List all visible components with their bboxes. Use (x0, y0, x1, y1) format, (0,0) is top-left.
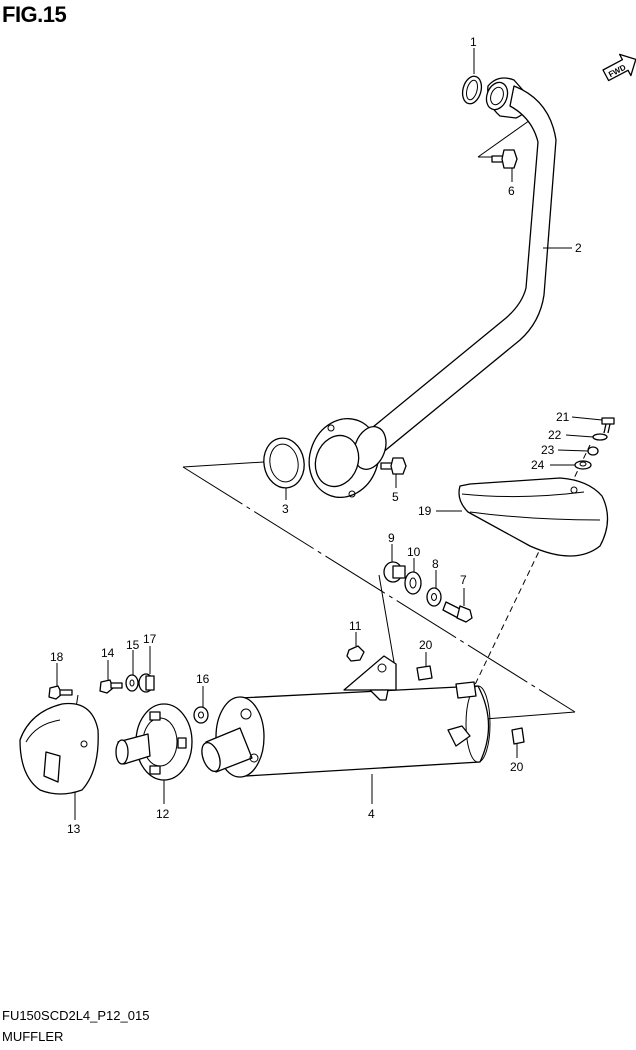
part-16-grommet[interactable] (193, 706, 209, 724)
part-10-grommet[interactable] (404, 571, 422, 595)
callout-labels: 1 2 3 4 5 6 7 8 9 10 11 12 13 14 15 16 1… (50, 35, 582, 836)
part-12-end-cap[interactable] (115, 703, 193, 781)
callout-1: 1 (470, 35, 477, 49)
fwd-arrow-icon: FWD (602, 53, 636, 82)
callout-24: 24 (531, 458, 545, 472)
part-3-gasket[interactable] (260, 435, 308, 491)
callout-8: 8 (432, 557, 439, 571)
part-13-cover[interactable] (19, 702, 99, 795)
part-4-muffler[interactable] (198, 655, 491, 778)
callout-3: 3 (282, 502, 289, 516)
callout-18: 18 (50, 650, 64, 664)
part-1-gasket[interactable] (460, 74, 485, 106)
callout-6: 6 (508, 184, 515, 198)
part-9-bushing[interactable] (383, 561, 406, 583)
part-20-clip-lower[interactable] (511, 727, 525, 745)
callout-20-upper: 20 (419, 638, 433, 652)
callout-20-lower: 20 (510, 760, 524, 774)
callout-21: 21 (556, 410, 570, 424)
callout-14: 14 (101, 646, 115, 660)
callout-12: 12 (156, 807, 170, 821)
part-23-collar[interactable] (587, 446, 599, 456)
figure-name: MUFFLER (2, 1029, 64, 1044)
callout-16: 16 (196, 672, 210, 686)
part-11-nut[interactable] (346, 645, 365, 662)
figure-title: FIG.15 (2, 2, 67, 27)
part-22-washer[interactable] (592, 433, 608, 441)
callout-22: 22 (548, 428, 562, 442)
callout-15: 15 (126, 638, 140, 652)
callout-leaders (56, 48, 603, 820)
figure-code: FU150SCD2L4_P12_015 (2, 1008, 150, 1023)
part-24-grommet[interactable] (574, 460, 592, 470)
callout-11: 11 (349, 619, 362, 633)
part-2-exhaust-pipe[interactable] (298, 77, 557, 507)
callout-4: 4 (368, 807, 375, 821)
part-6-bolt[interactable] (491, 149, 518, 169)
part-18-bolt[interactable] (48, 685, 73, 700)
callout-9: 9 (388, 531, 395, 545)
part-14-bolt[interactable] (99, 679, 123, 694)
callout-13: 13 (67, 822, 81, 836)
part-21-screw[interactable] (601, 417, 615, 434)
part-20-clip-upper[interactable] (416, 665, 433, 681)
part-15-washer[interactable] (125, 674, 139, 692)
callout-7: 7 (460, 573, 467, 587)
part-19-heat-shield[interactable] (458, 477, 609, 557)
part-17-collar[interactable] (138, 673, 155, 693)
part-8-washer[interactable] (426, 587, 442, 607)
callout-23: 23 (541, 443, 555, 457)
callout-5: 5 (392, 490, 399, 504)
callout-19: 19 (418, 504, 432, 518)
part-5-bolt[interactable] (380, 457, 407, 475)
part-7-bolt[interactable] (442, 601, 473, 623)
callout-17: 17 (143, 632, 157, 646)
callout-10: 10 (407, 545, 421, 559)
callout-2: 2 (575, 241, 582, 255)
